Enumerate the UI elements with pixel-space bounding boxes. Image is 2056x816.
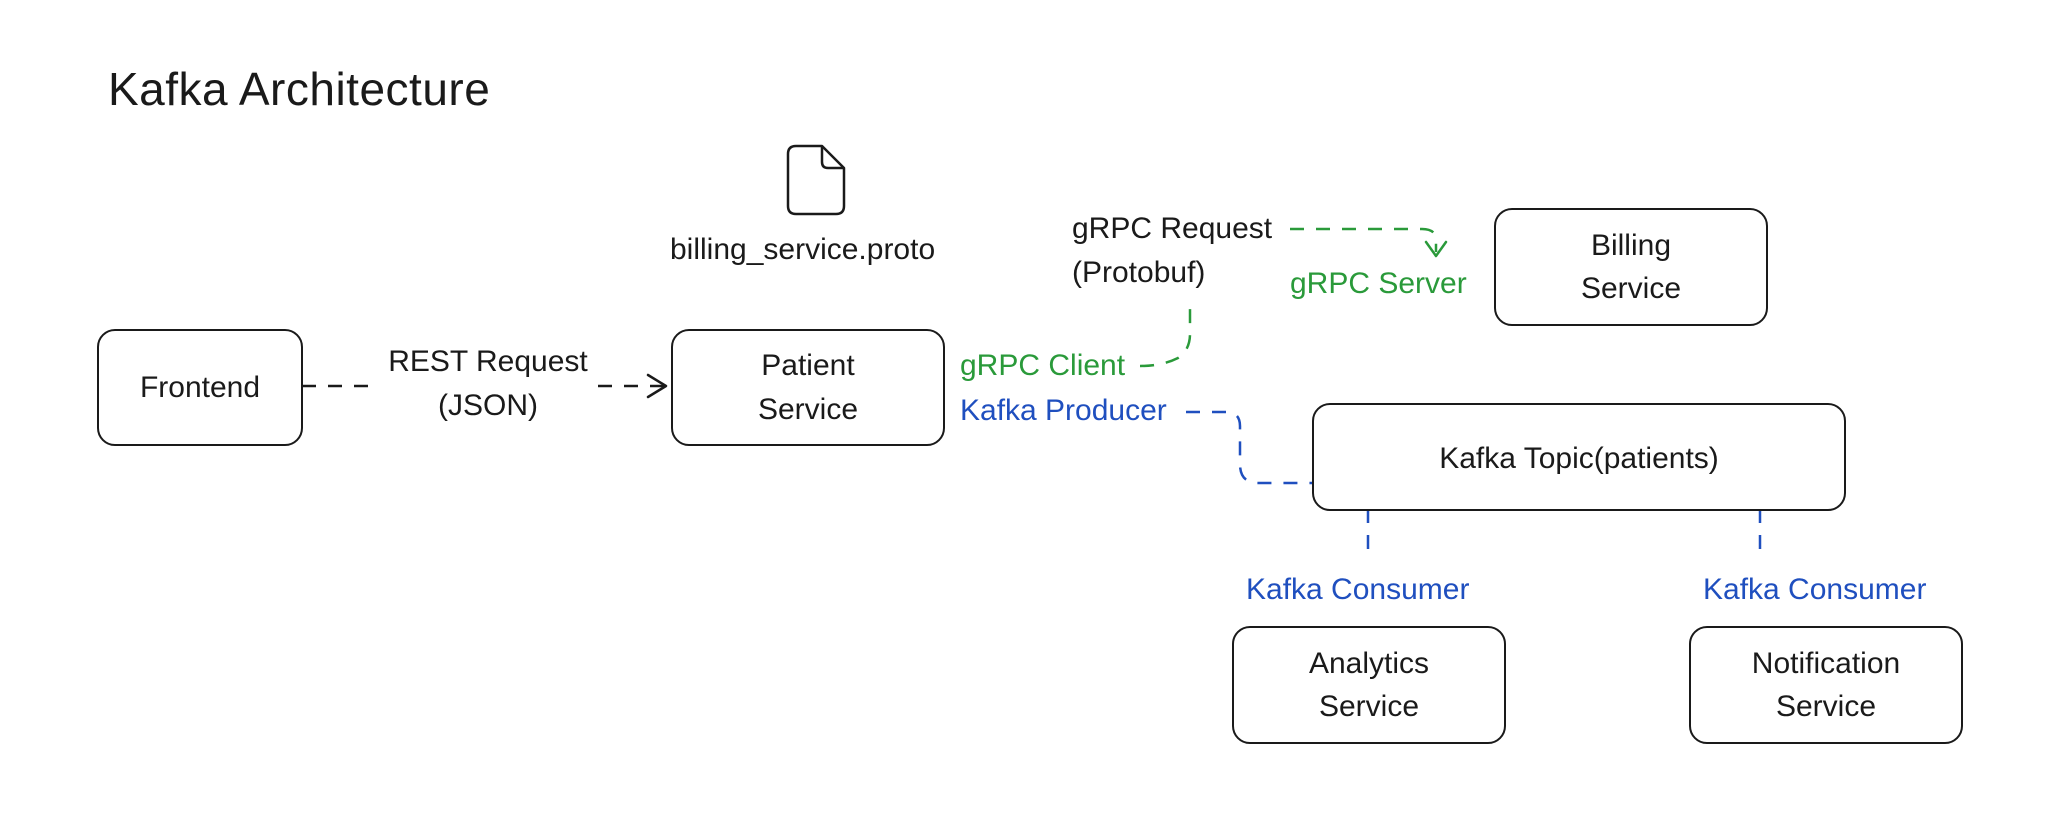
grpc-connector-client xyxy=(1139,300,1192,368)
proto-file-label: billing_service.proto xyxy=(670,233,936,266)
diagram-title: Kafka Architecture xyxy=(108,63,491,115)
notification-service-node: Notification Service xyxy=(1689,626,1963,744)
frontend-label: Frontend xyxy=(139,370,261,404)
billing-service-node: Billing Service xyxy=(1494,208,1768,326)
kafka-connector-producer xyxy=(1186,410,1800,485)
grpc-arrowhead xyxy=(1424,240,1448,258)
kafka-topic-label: Kafka Topic(patients) xyxy=(1439,442,1719,475)
analytics-service-label: Analytics Service xyxy=(1308,646,1430,724)
grpc-request-label: gRPC Request (Protobuf) xyxy=(1072,212,1273,289)
rest-request-label: REST Request (JSON) xyxy=(388,345,588,422)
kafka-topic-node: Kafka Topic(patients) xyxy=(1312,403,1846,511)
grpc-server-label: gRPC Server xyxy=(1290,267,1467,300)
grpc-connector-server xyxy=(1290,227,1438,252)
analytics-service-node: Analytics Service xyxy=(1232,626,1506,744)
kafka-consumer-analytics-label: Kafka Consumer xyxy=(1246,573,1470,606)
document-icon xyxy=(786,144,846,216)
billing-service-label: Billing Service xyxy=(1580,228,1682,306)
kafka-producer-label: Kafka Producer xyxy=(960,394,1167,427)
rest-arrowhead xyxy=(646,373,668,399)
frontend-node: Frontend xyxy=(97,329,303,446)
patient-service-label: Patient Service xyxy=(757,349,859,426)
notification-service-label: Notification Service xyxy=(1751,646,1901,724)
patient-service-node: Patient Service xyxy=(671,329,945,446)
kafka-consumer-notification-label: Kafka Consumer xyxy=(1703,573,1927,606)
grpc-client-label: gRPC Client xyxy=(960,349,1126,382)
